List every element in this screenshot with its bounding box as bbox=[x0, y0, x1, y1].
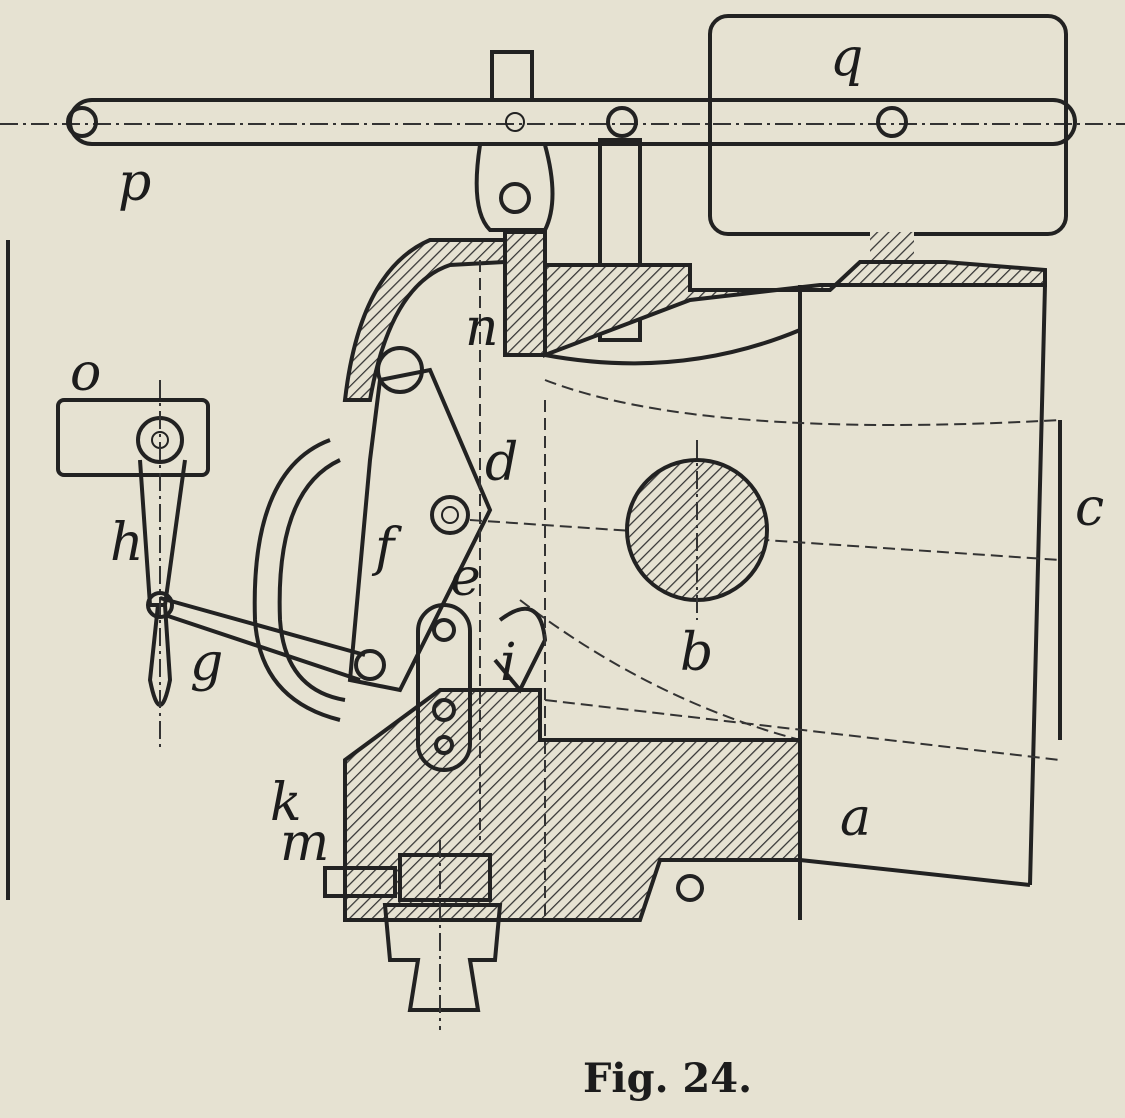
hand-lever-h bbox=[138, 459, 187, 607]
label-c: c bbox=[1075, 478, 1104, 538]
weight-q bbox=[708, 14, 1068, 236]
link-e bbox=[416, 603, 472, 772]
body-outline bbox=[798, 284, 1047, 920]
nozzle bbox=[382, 903, 503, 1012]
label-m: m bbox=[280, 813, 329, 873]
frame-loop bbox=[252, 438, 341, 722]
label-n: n bbox=[465, 298, 499, 358]
label-d: d bbox=[485, 433, 518, 493]
pivot-bracket bbox=[474, 144, 555, 232]
label-o: o bbox=[70, 343, 101, 403]
figure-caption: Fig. 24. bbox=[583, 1055, 752, 1102]
housing-top bbox=[543, 232, 1047, 358]
label-p: p bbox=[118, 153, 151, 213]
label-a: a bbox=[840, 788, 871, 848]
label-f: f bbox=[371, 518, 402, 578]
bracket-o bbox=[56, 398, 210, 477]
label-q: q bbox=[830, 28, 863, 88]
label-i: i bbox=[500, 633, 517, 693]
housing-arc bbox=[342, 238, 507, 402]
lever-f bbox=[347, 367, 493, 693]
weight-stem bbox=[870, 232, 914, 262]
label-h: h bbox=[110, 513, 144, 573]
housing-bottom bbox=[343, 688, 802, 922]
screw-m bbox=[323, 866, 397, 898]
rod-g bbox=[159, 596, 366, 682]
connecting-rod bbox=[598, 138, 642, 342]
label-e: e bbox=[450, 548, 481, 608]
nut bbox=[490, 50, 534, 102]
label-k: k bbox=[270, 773, 302, 833]
label-b: b bbox=[680, 623, 713, 683]
lever-p bbox=[68, 98, 1077, 146]
label-g: g bbox=[190, 633, 223, 693]
